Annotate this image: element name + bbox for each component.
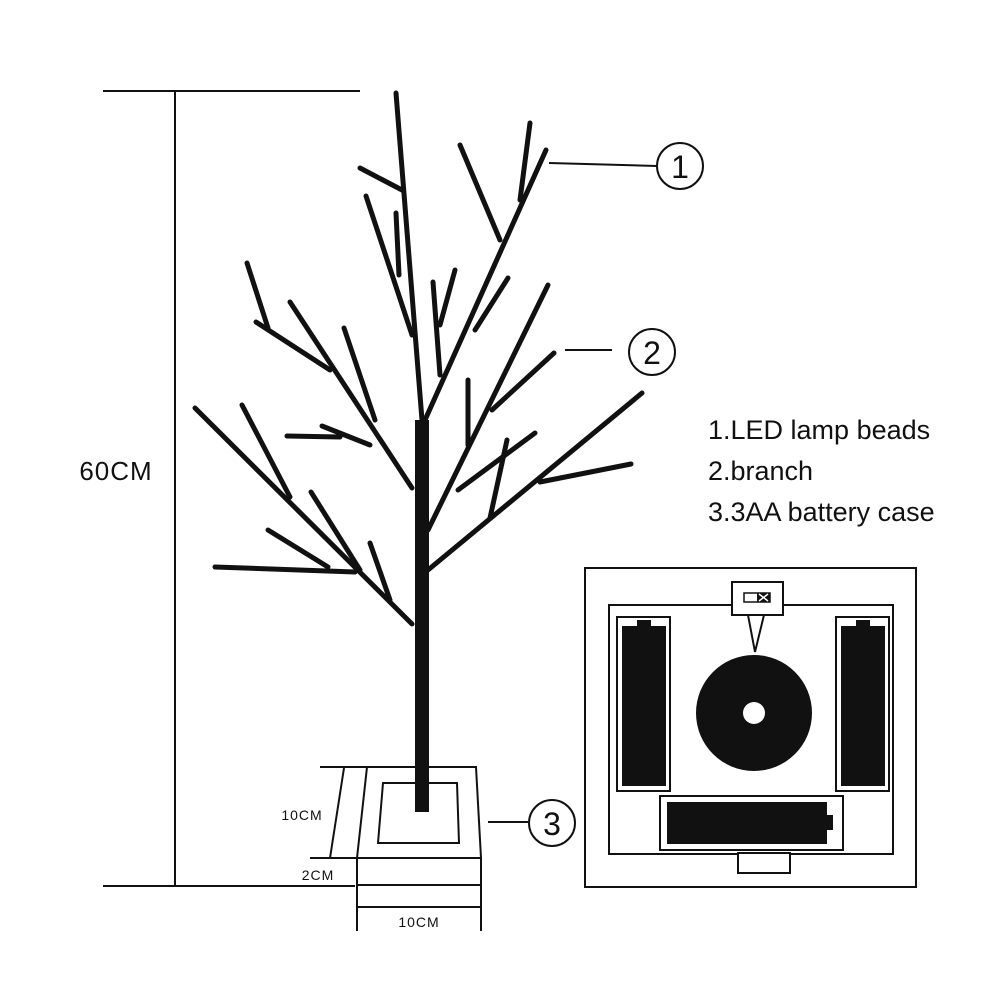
legend: 1.LED lamp beads 2.branch 3.3AA battery … xyxy=(708,410,935,533)
switch-icon xyxy=(731,581,784,616)
svg-text:3: 3 xyxy=(543,806,561,842)
base-width-label: 10CM xyxy=(398,914,439,930)
legend-item-branch: 2.branch xyxy=(708,456,814,486)
base-height-label: 10CM xyxy=(281,807,322,823)
svg-text:2: 2 xyxy=(643,335,661,371)
height-label: 60CM xyxy=(79,456,152,486)
height-dimension xyxy=(103,90,360,887)
legend-item-battery: 3.3AA battery case xyxy=(708,497,935,527)
tree xyxy=(192,90,645,812)
callout-3: 3 xyxy=(528,799,576,847)
battery-bottom-icon xyxy=(659,795,844,851)
battery-case xyxy=(584,567,917,888)
base-box xyxy=(310,766,483,931)
svg-text:1: 1 xyxy=(671,149,689,185)
battery-left-icon xyxy=(616,616,671,792)
legend-item-led: 1.LED lamp beads xyxy=(708,415,931,445)
callout-2: 2 xyxy=(628,328,676,376)
battery-right-icon xyxy=(835,616,890,792)
base-thickness-label: 2CM xyxy=(302,867,335,883)
callout-1: 1 xyxy=(656,142,704,190)
wire-coil xyxy=(696,655,812,771)
